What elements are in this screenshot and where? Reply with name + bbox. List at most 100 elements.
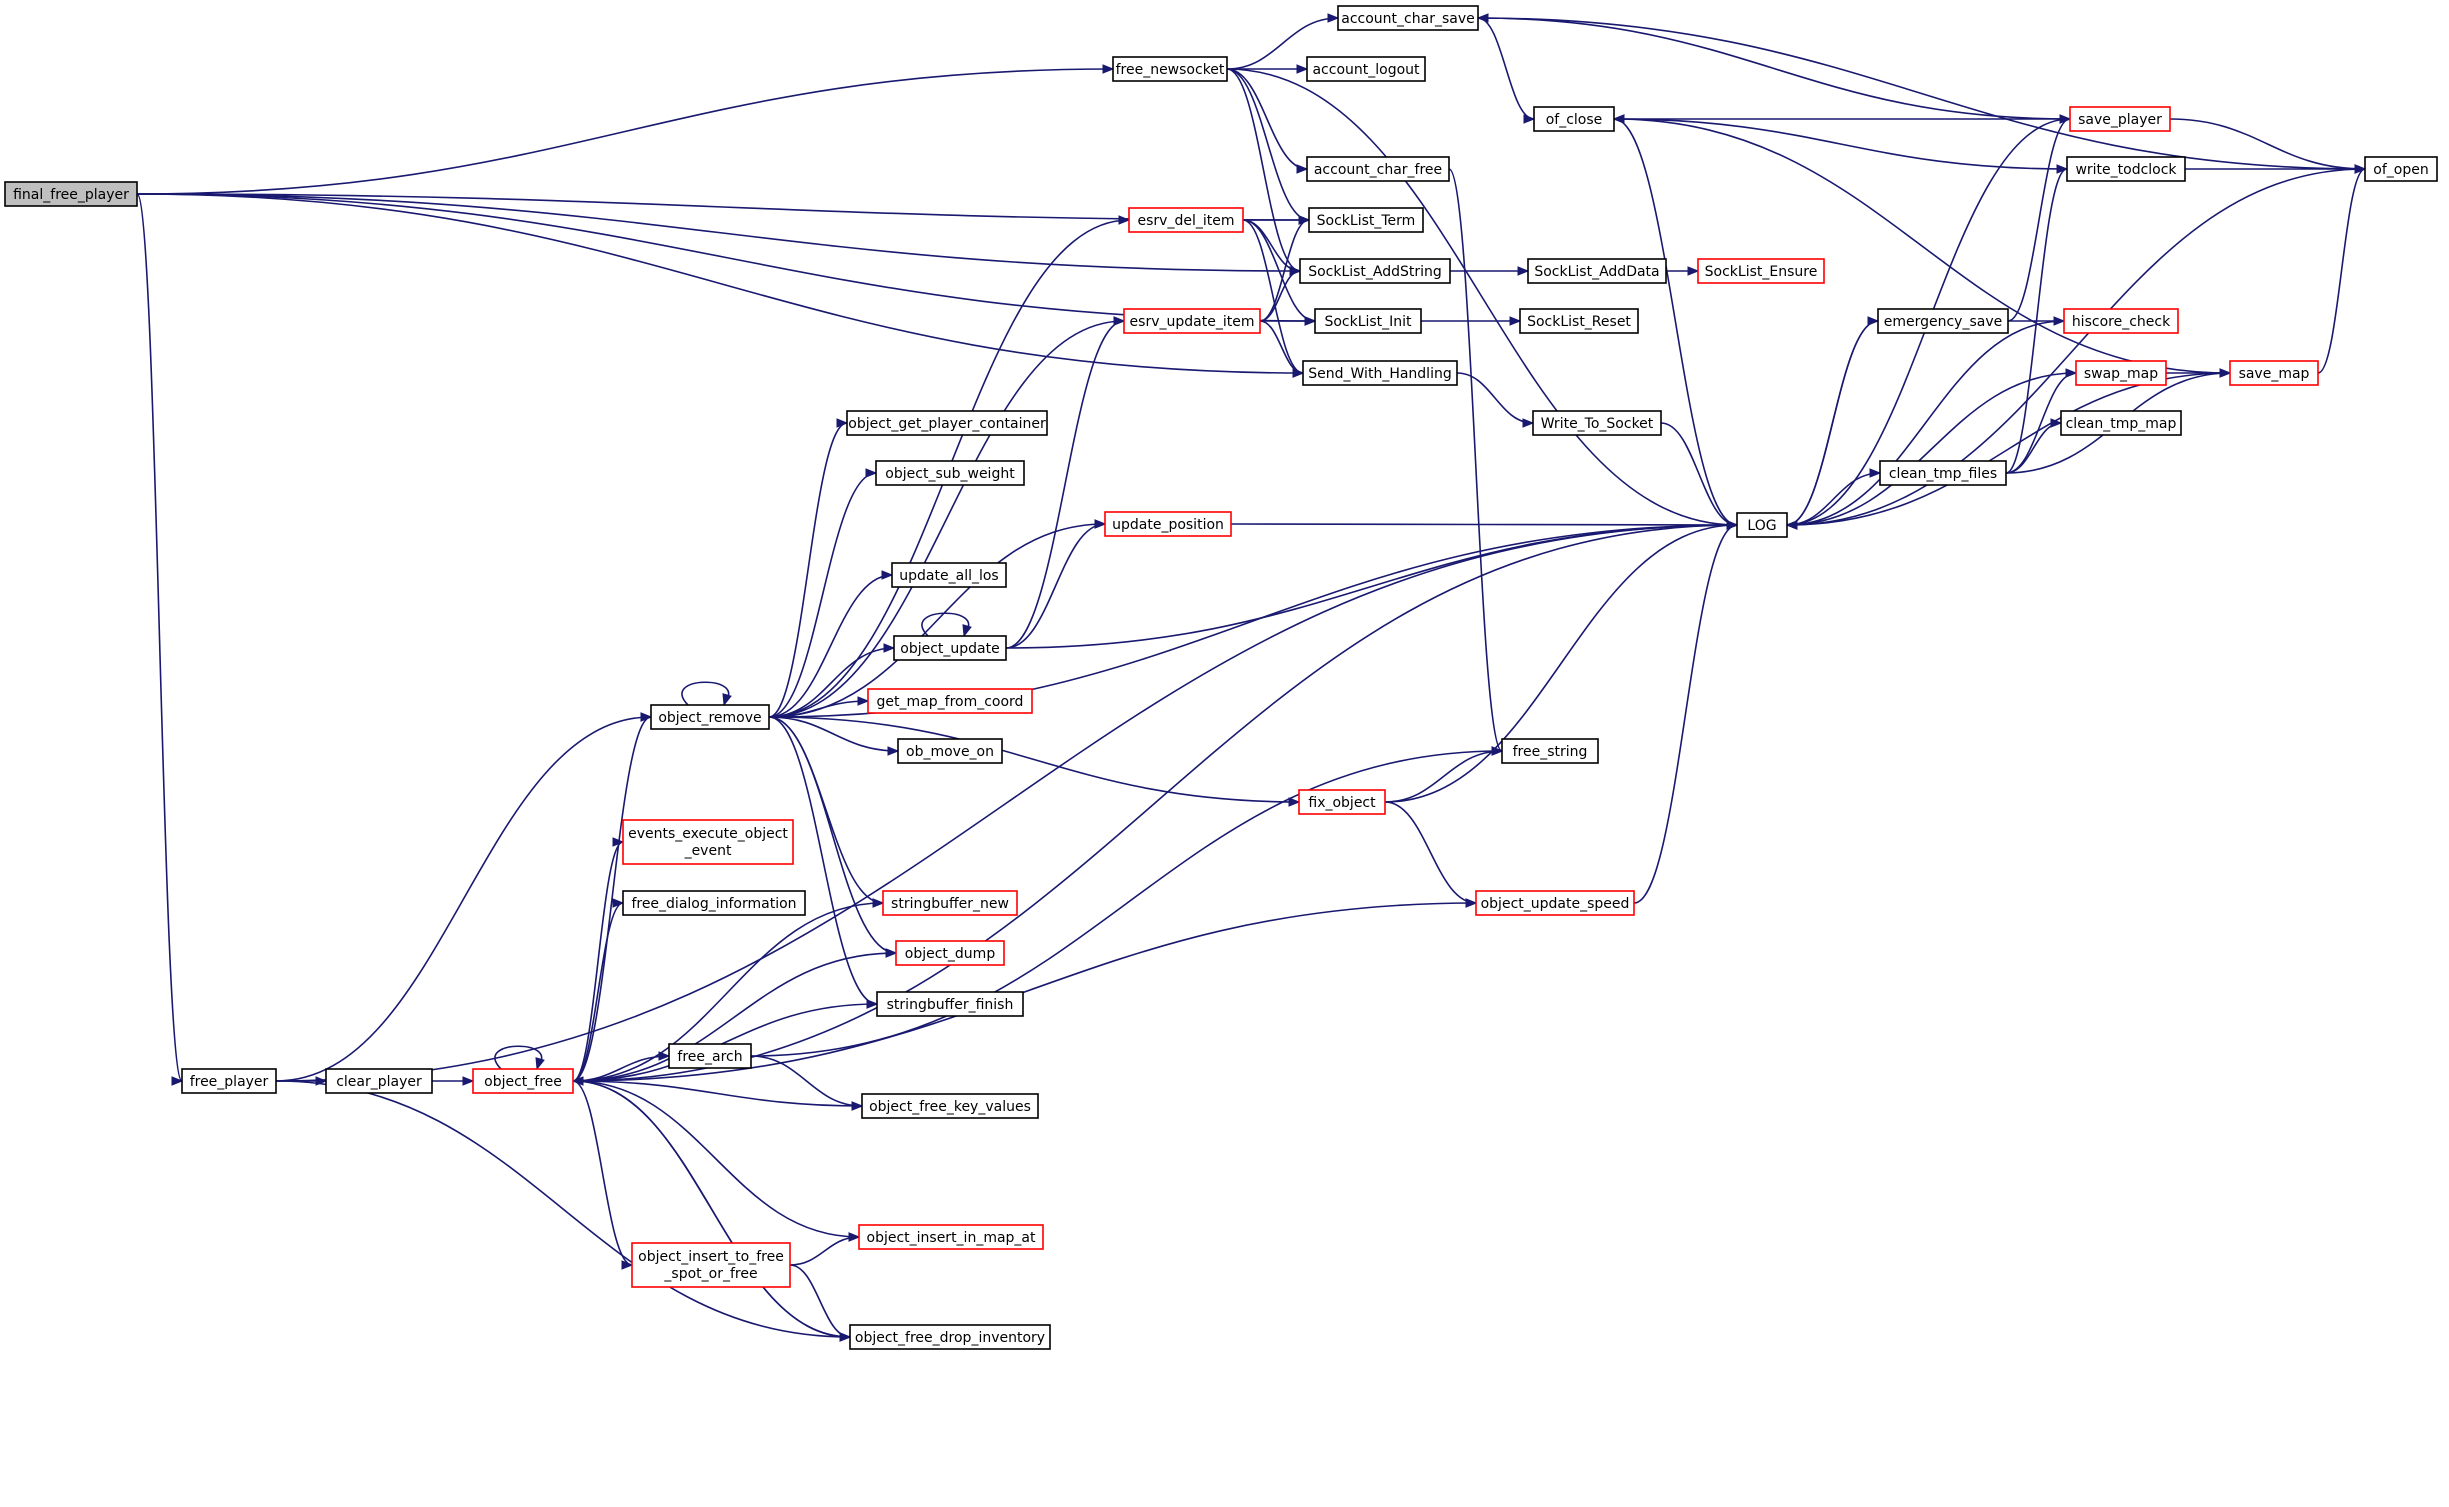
arrowhead-SockList_AddString-to-SockList_AddData <box>1517 266 1530 276</box>
node-box <box>849 1324 1051 1350</box>
node-save_map[interactable]: save_map <box>2229 360 2319 386</box>
edge-object_free-to-free_dialog_information <box>572 902 624 1082</box>
node-object_insert_to_free_spot_or_free[interactable]: object_insert_to_free_spot_or_free <box>631 1242 791 1288</box>
node-save_player[interactable]: save_player <box>2069 106 2171 132</box>
node-final_free_player[interactable]: final_free_player <box>4 181 138 207</box>
node-ob_move_on[interactable]: ob_move_on <box>897 738 1003 764</box>
node-get_map_from_coord[interactable]: get_map_from_coord <box>867 688 1033 714</box>
node-object_dump[interactable]: object_dump <box>895 940 1005 966</box>
node-label: LOG <box>1747 518 1776 534</box>
arrowhead-object_free-to-object_remove <box>640 712 653 722</box>
node-object_free_drop_inventory[interactable]: object_free_drop_inventory <box>849 1324 1051 1350</box>
node-of_close[interactable]: of_close <box>1533 106 1615 132</box>
node-label: object_update <box>900 641 999 657</box>
node-object_sub_weight[interactable]: object_sub_weight <box>875 460 1025 486</box>
node-update_all_los[interactable]: update_all_los <box>891 562 1007 588</box>
arrowhead-object_remove-to-update_all_los <box>881 570 894 580</box>
arrowhead-save_map-to-of_open <box>2354 164 2367 174</box>
edge-object_remove-to-object_remove <box>681 681 730 706</box>
edge-object_remove-to-object_dump <box>768 716 897 954</box>
node-esrv_del_item[interactable]: esrv_del_item <box>1128 207 1244 233</box>
edge-save_map-to-of_close <box>1613 118 2231 374</box>
node-SockList_Ensure[interactable]: SockList_Ensure <box>1697 258 1825 284</box>
arrowhead-object_remove-to-fix_object <box>1288 797 1301 807</box>
node-of_open[interactable]: of_open <box>2364 156 2438 182</box>
node-box <box>2063 308 2179 334</box>
node-label: clean_tmp_files <box>1889 466 1997 482</box>
node-clean_tmp_files[interactable]: clean_tmp_files <box>1879 460 2007 486</box>
node-box <box>1298 789 1386 815</box>
node-hiscore_check[interactable]: hiscore_check <box>2063 308 2179 334</box>
node-swap_map[interactable]: swap_map <box>2075 360 2167 386</box>
arrowhead-object_free-to-events_execute_object_event <box>612 837 625 847</box>
node-label: SockList_Reset <box>1527 314 1631 330</box>
arrowhead-object_free_drop_inventory-to-object_free <box>571 1076 584 1086</box>
node-SockList_Init[interactable]: SockList_Init <box>1314 308 1422 334</box>
node-free_player[interactable]: free_player <box>181 1068 277 1094</box>
edge-free_newsocket-to-account_char_free <box>1226 68 1308 170</box>
node-object_update[interactable]: object_update <box>893 635 1007 661</box>
node-box <box>1128 207 1244 233</box>
node-label: swap_map <box>2084 366 2158 382</box>
node-object_update_speed[interactable]: object_update_speed <box>1475 890 1635 916</box>
node-object_remove[interactable]: object_remove <box>650 704 770 730</box>
edge-fix_object-to-LOG <box>1384 524 1738 803</box>
edge-object_remove-to-ob_move_on <box>768 716 899 752</box>
arrowhead-free_arch-to-object_free_key_values <box>851 1101 864 1111</box>
arrowhead-LOG-to-save_player <box>2059 114 2072 124</box>
node-stringbuffer_new[interactable]: stringbuffer_new <box>882 890 1018 916</box>
node-esrv_update_item[interactable]: esrv_update_item <box>1123 308 1261 334</box>
node-box <box>472 1068 574 1094</box>
node-account_char_save[interactable]: account_char_save <box>1337 5 1479 31</box>
node-free_newsocket[interactable]: free_newsocket <box>1112 56 1228 82</box>
edge-save_player-to-of_open <box>2169 118 2366 170</box>
node-label: account_char_save <box>1341 11 1474 27</box>
node-free_dialog_information[interactable]: free_dialog_information <box>622 890 806 916</box>
edge-esrv_update_item-to-SockList_Term <box>1259 219 1310 322</box>
node-fix_object[interactable]: fix_object <box>1298 789 1386 815</box>
node-SockList_AddData[interactable]: SockList_AddData <box>1527 258 1667 284</box>
node-SockList_Reset[interactable]: SockList_Reset <box>1519 308 1639 334</box>
node-box <box>891 562 1007 588</box>
node-free_arch[interactable]: free_arch <box>668 1043 752 1069</box>
node-box <box>650 704 770 730</box>
node-update_position[interactable]: update_position <box>1104 511 1232 537</box>
node-label: esrv_del_item <box>1138 213 1235 229</box>
edges-layer <box>136 13 2367 1342</box>
node-object_free[interactable]: object_free <box>472 1068 574 1094</box>
arrowhead-object_free-to-object_insert_to_free_spot_or_free <box>621 1260 634 1270</box>
edge-object_free-to-stringbuffer_finish <box>572 1003 878 1082</box>
node-write_todclock[interactable]: write_todclock <box>2066 156 2186 182</box>
arrowhead-object_remove-to-esrv_del_item <box>1118 215 1131 225</box>
node-label: free_newsocket <box>1116 62 1225 78</box>
node-SockList_Term[interactable]: SockList_Term <box>1308 207 1424 233</box>
node-clean_tmp_map[interactable]: clean_tmp_map <box>2060 410 2182 436</box>
node-object_insert_in_map_at[interactable]: object_insert_in_map_at <box>858 1224 1044 1250</box>
node-label-line: object_insert_to_free <box>638 1249 784 1265</box>
node-account_char_free[interactable]: account_char_free <box>1306 156 1450 182</box>
node-label: write_todclock <box>2075 162 2177 178</box>
node-events_execute_object_event[interactable]: events_execute_object_event <box>622 819 794 865</box>
node-object_free_key_values[interactable]: object_free_key_values <box>861 1093 1039 1119</box>
node-free_string[interactable]: free_string <box>1501 738 1599 764</box>
edge-account_char_save-to-of_close <box>1477 17 1535 120</box>
node-label-line: events_execute_object <box>628 826 788 842</box>
node-SockList_AddString[interactable]: SockList_AddString <box>1299 258 1451 284</box>
node-clear_player[interactable]: clear_player <box>325 1068 433 1094</box>
node-Send_With_Handling[interactable]: Send_With_Handling <box>1302 360 1458 386</box>
edge-LOG-to-clean_tmp_files <box>1786 472 1881 526</box>
node-Write_To_Socket[interactable]: Write_To_Socket <box>1532 410 1662 436</box>
node-box <box>846 410 1048 436</box>
node-label: stringbuffer_new <box>891 896 1009 912</box>
edge-object_remove-to-object_update <box>768 647 895 718</box>
node-label-line: _event <box>684 843 732 859</box>
node-emergency_save[interactable]: emergency_save <box>1877 308 2009 334</box>
node-stringbuffer_finish[interactable]: stringbuffer_finish <box>876 991 1024 1017</box>
node-account_logout[interactable]: account_logout <box>1306 56 1426 82</box>
node-box <box>858 1224 1044 1250</box>
node-object_get_player_container[interactable]: object_get_player_container <box>846 410 1048 436</box>
node-box <box>1299 258 1451 284</box>
node-LOG[interactable]: LOG <box>1736 512 1788 538</box>
arrowhead-object_free-to-object_dump <box>885 948 898 958</box>
arrowhead-LOG-to-clean_tmp_files <box>1869 468 1882 478</box>
